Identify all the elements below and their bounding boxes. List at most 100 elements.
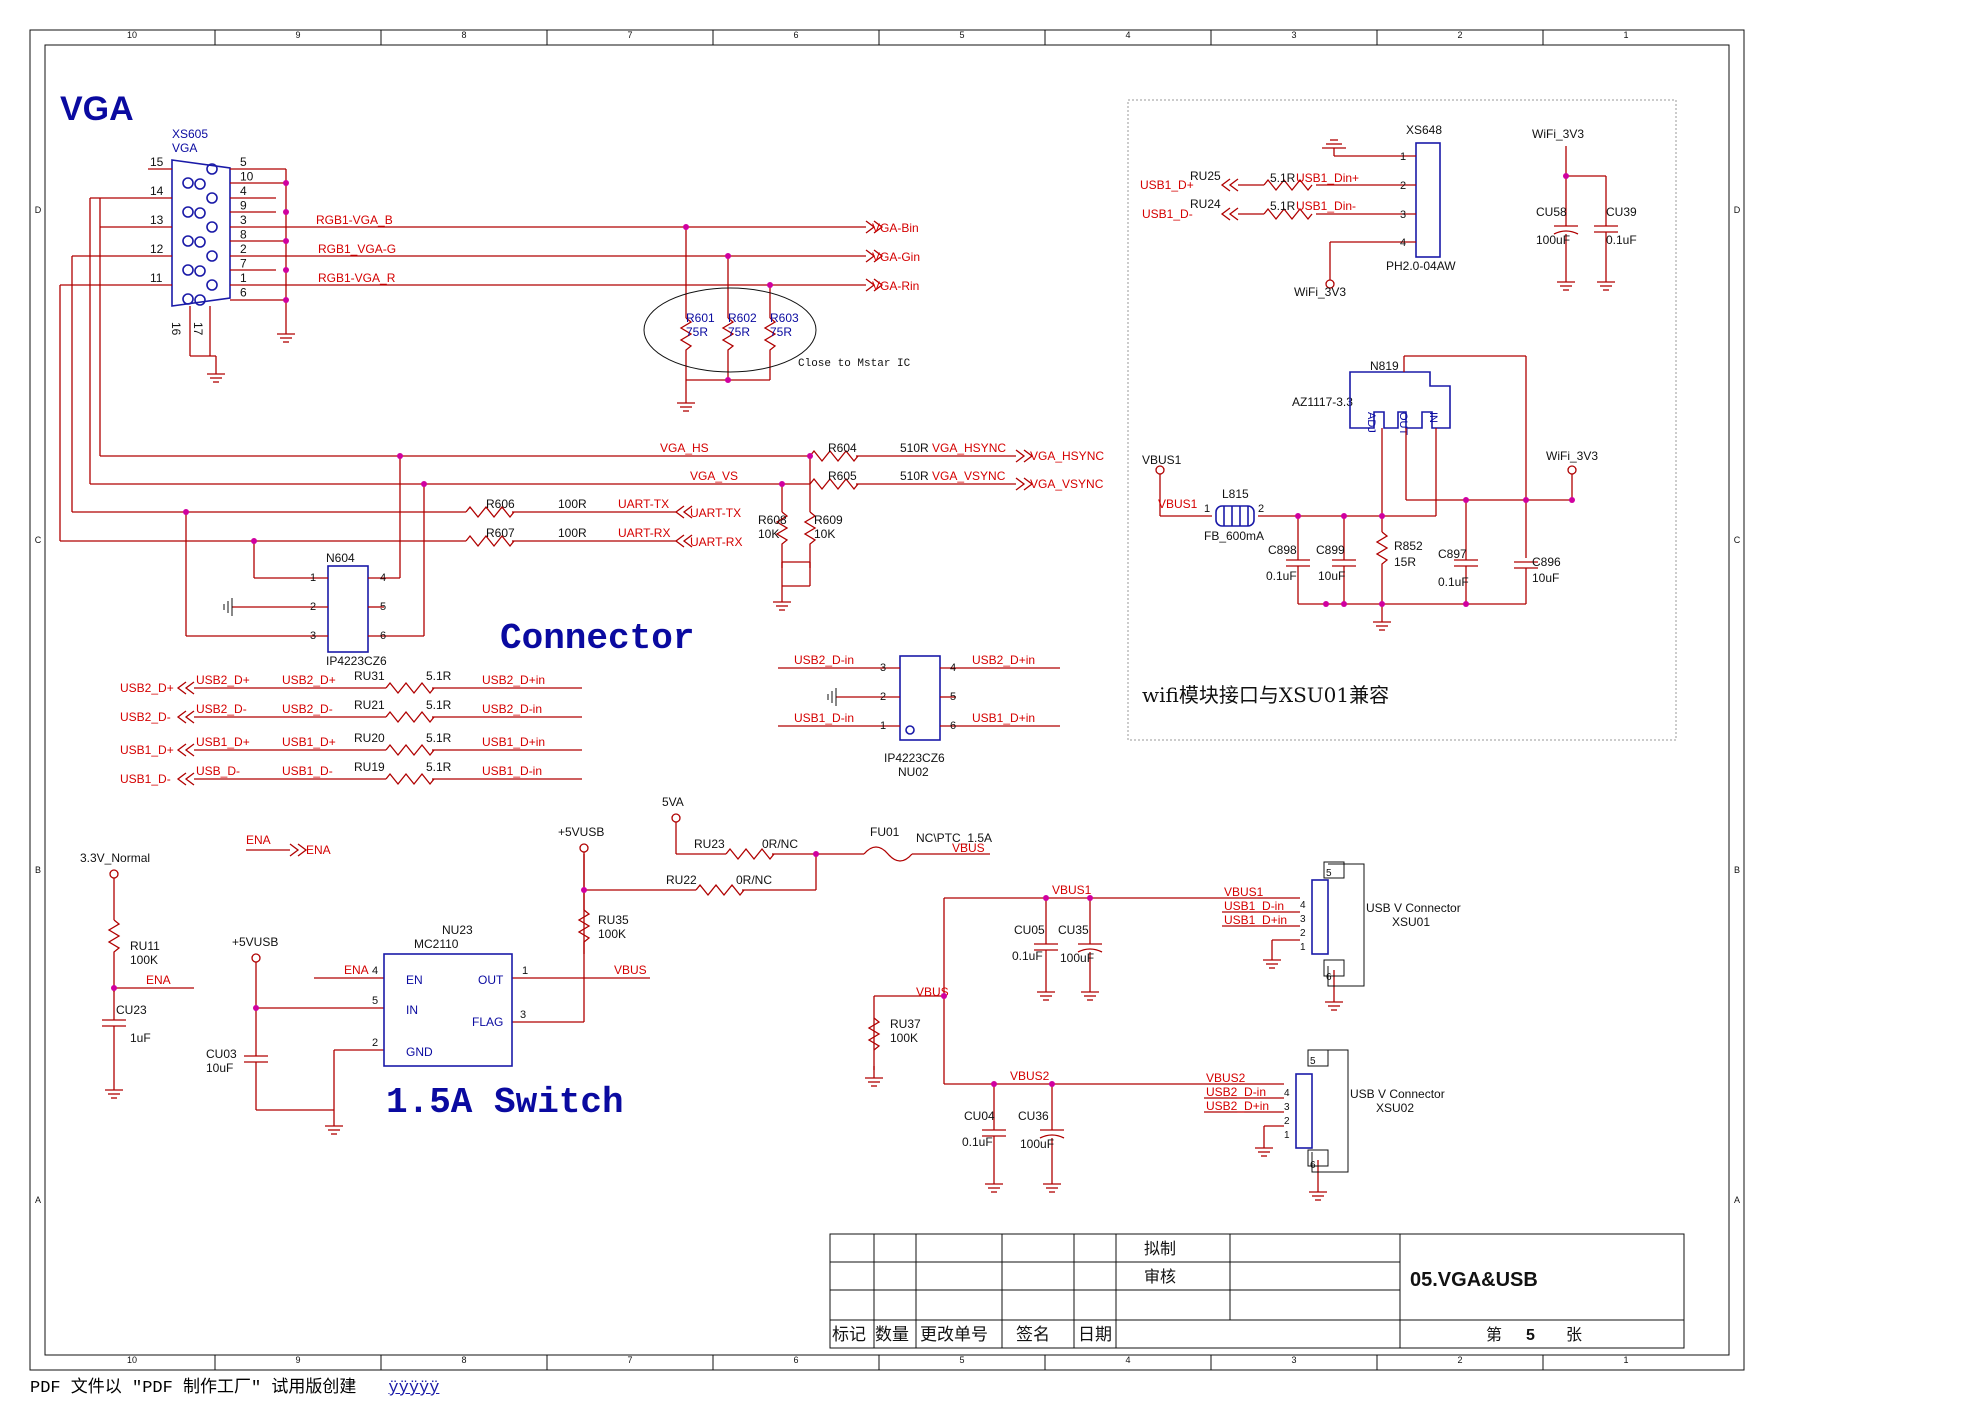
- r602-ref: R602: [728, 311, 757, 325]
- vga-pin-8: 8: [240, 228, 247, 242]
- xs605-ref: XS605: [172, 127, 208, 141]
- cu36-ref: CU36: [1018, 1109, 1049, 1123]
- r605-ref: R605: [828, 469, 857, 483]
- usb-port-3: USB1_D-: [120, 772, 171, 786]
- cu23-ref: CU23: [116, 1003, 147, 1017]
- junction-dot: [807, 453, 813, 459]
- usb-pin-3: 3: [1284, 1102, 1290, 1113]
- junction-dot: [251, 538, 257, 544]
- usb-port-2: USB1_D+: [120, 743, 174, 757]
- vga-hole: [206, 192, 218, 204]
- r607-val: 100R: [558, 526, 587, 540]
- usb-pin-4: 4: [1284, 1088, 1290, 1099]
- xsu02-tab-bottom: [1307, 1149, 1329, 1167]
- ru22-ref: RU22: [666, 873, 697, 887]
- r609-val: 10K: [814, 527, 835, 541]
- vbus1-net-conn: VBUS1: [1052, 883, 1092, 897]
- xsu02-shell: [1311, 1049, 1349, 1173]
- r604-val: 510R: [900, 441, 929, 455]
- ena-net-top: ENA: [246, 833, 271, 847]
- border-col-5: 5: [959, 1355, 964, 1365]
- usb-net-3: USB_D-: [196, 764, 240, 778]
- vbus1-net-wifi: VBUS1: [1158, 497, 1198, 511]
- border-col-7: 7: [627, 30, 632, 40]
- ic-pin-gnd: GND: [406, 1045, 433, 1059]
- vga-pin-1: 1: [240, 271, 247, 285]
- wifi-3v3-label-c: WiFi_3V3: [1546, 449, 1598, 463]
- connector-section-title: Connector: [500, 618, 694, 659]
- nu02-pin2: 2: [880, 691, 886, 703]
- r604-ref: R604: [828, 441, 857, 455]
- usb-pin-6: 6: [1310, 1160, 1316, 1171]
- r602-val: 75R: [728, 325, 750, 339]
- xsu01-net-vbus1: VBUS1: [1224, 885, 1264, 899]
- vbus1-label-wifi: VBUS1: [1142, 453, 1182, 467]
- n604-part: IP4223CZ6: [326, 654, 387, 668]
- border-row-B: B: [1734, 865, 1740, 875]
- net-rgb-r: RGB1-VGA_R: [318, 271, 396, 285]
- n604-ref: N604: [326, 551, 355, 565]
- border-col-4: 4: [1125, 30, 1130, 40]
- junction-dots: [111, 173, 1575, 1087]
- pdf-footer-link[interactable]: ÿÿÿÿÿ: [388, 1379, 440, 1398]
- border-col-2: 2: [1457, 1355, 1462, 1365]
- usb-res-val-3: 5.1R: [426, 760, 452, 774]
- ic-pin5-num: 5: [372, 995, 378, 1007]
- usb-net-2: USB1_D+: [196, 735, 250, 749]
- title-review-label: 审核: [1144, 1267, 1176, 1286]
- ena-port: ENA: [306, 843, 331, 857]
- v33-normal-label: 3.3V_Normal: [80, 851, 150, 865]
- net-vga-vs: VGA_VS: [690, 469, 738, 483]
- nu23-ref: NU23: [442, 923, 473, 937]
- vga-pin-7: 7: [240, 257, 247, 271]
- vga-connector-body: [171, 159, 231, 307]
- ic-pin-en: EN: [406, 973, 423, 987]
- border-col-3: 3: [1291, 1355, 1296, 1365]
- usb-net2-2: USB1_D+: [282, 735, 336, 749]
- fu01-val: NC\PTC_1.5A: [916, 831, 992, 845]
- nu02-net-usb1-din-plus: USB1_D+in: [972, 711, 1035, 725]
- col-change-no: 更改单号: [920, 1325, 988, 1345]
- r606-val: 100R: [558, 497, 587, 511]
- cu36-val: 100uF: [1020, 1137, 1054, 1151]
- nu02-ref: NU02: [898, 765, 929, 779]
- xsu01-ref: XSU01: [1392, 915, 1430, 929]
- ldo-part: AZ1117-3.3: [1292, 395, 1353, 409]
- junction-dot: [421, 481, 427, 487]
- close-to-ic-ellipse: [643, 287, 817, 373]
- page-suffix: 张: [1566, 1325, 1582, 1344]
- border-col-8: 8: [461, 1355, 466, 1365]
- ldo-pin-in: IN: [1427, 412, 1439, 423]
- junction-dot: [111, 985, 117, 991]
- vga-hole: [206, 163, 218, 175]
- usb-port-1: USB2_D-: [120, 710, 171, 724]
- vbus-net-ic: VBUS: [614, 963, 647, 977]
- n604-pin6: 6: [380, 630, 386, 642]
- usb-res-val-2: 5.1R: [426, 731, 452, 745]
- ru37-val: 100K: [890, 1031, 918, 1045]
- ru24-ref: RU24: [1190, 197, 1221, 211]
- r606-ref: R606: [486, 497, 515, 511]
- r603-val: 75R: [770, 325, 792, 339]
- vga-pin-4: 4: [240, 184, 247, 198]
- c899-ref: C899: [1316, 543, 1345, 557]
- junction-dot: [283, 209, 289, 215]
- usb-pin-1: 1: [1284, 1130, 1290, 1141]
- border-row-A: A: [35, 1195, 41, 1205]
- net-uart-rx: UART-RX: [618, 526, 670, 540]
- vga-hole: [194, 178, 206, 190]
- fu01-vbus-net: VBUS: [952, 841, 985, 855]
- port-uart-rx: UART-RX: [690, 535, 742, 549]
- col-mark: 标记: [832, 1325, 866, 1345]
- vga-hole: [182, 206, 194, 218]
- ena-net-ic: ENA: [344, 963, 369, 977]
- xsu01-tab-bottom: [1323, 959, 1345, 977]
- cu05-ref: CU05: [1014, 923, 1045, 937]
- nu02-pin5: 5: [950, 691, 956, 703]
- junction-dot: [1569, 497, 1575, 503]
- nu02-pin4: 4: [950, 662, 956, 674]
- c897-ref: C897: [1438, 547, 1467, 561]
- border-col-4: 4: [1125, 1355, 1130, 1365]
- vbus2-net-conn: VBUS2: [1010, 1069, 1050, 1083]
